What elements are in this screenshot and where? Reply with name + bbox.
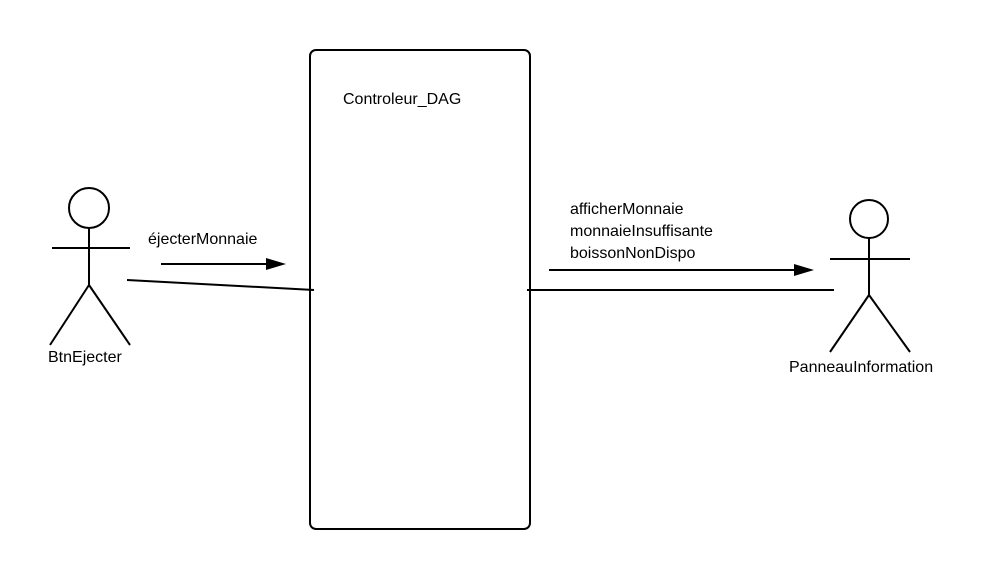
message-outgoing[interactable]: afficherMonnaie monnaieInsuffisante bois… xyxy=(549,201,814,276)
arrow-head-icon xyxy=(794,264,814,276)
message-label: afficherMonnaie xyxy=(570,201,684,218)
actor-name: BtnEjecter xyxy=(48,349,122,366)
arrow-head-icon xyxy=(266,258,286,270)
message-incoming[interactable]: éjecterMonnaie xyxy=(148,231,286,270)
stick-figure-icon xyxy=(829,199,911,353)
actor-panneau-information[interactable]: PanneauInformation xyxy=(789,199,933,376)
message-label: éjecterMonnaie xyxy=(148,231,258,248)
actor-btn-ejecter[interactable]: BtnEjecter xyxy=(48,187,131,366)
message-label: monnaieInsuffisante xyxy=(570,223,713,240)
association-left[interactable] xyxy=(126,279,315,291)
system-controleur-dag[interactable]: Controleur_DAG xyxy=(309,49,531,530)
message-label: boissonNonDispo xyxy=(570,245,696,262)
system-box xyxy=(309,49,531,530)
stick-figure-icon xyxy=(49,187,131,346)
actor-name: PanneauInformation xyxy=(789,359,933,376)
system-name: Controleur_DAG xyxy=(343,91,461,108)
